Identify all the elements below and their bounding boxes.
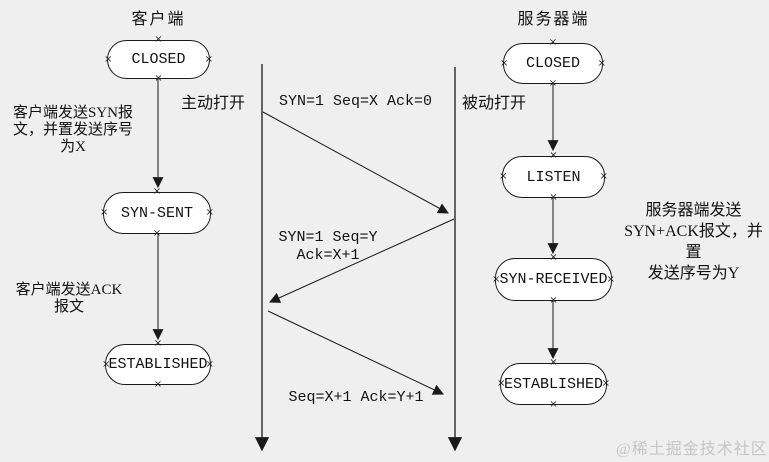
state-client-syn-sent: SYN-SENT ×××× (100, 187, 214, 239)
client-syn-note: 客户端发送SYN报 文，并置发送序号 为X (4, 105, 142, 156)
note-line: 文，并置发送序号 (12, 122, 133, 138)
msg-ack-label: Seq=X+1 Ack=Y+1 (288, 389, 424, 406)
watermark: @稀土掘金技术社区 (616, 441, 768, 458)
msg-syn-label: SYN=1 Seq=X Ack=0 (278, 93, 433, 110)
state-server-syn-received: SYN-RECEIVED ×××× (492, 253, 615, 306)
state-label: ESTABLISHED (108, 356, 208, 373)
arrow-msg-synack (268, 218, 455, 303)
note-line: 客户端发送SYN报 (12, 105, 133, 121)
arrow-msg-syn (262, 111, 449, 214)
client-active-open-label: 主动打开 (181, 95, 246, 112)
state-server-listen: LISTEN ×××× (499, 151, 608, 203)
note-line: 为X (60, 139, 86, 155)
state-label: CLOSED (525, 55, 580, 72)
state-label: LISTEN (526, 168, 581, 186)
client-ack-note: 客户端发送ACK 报文 (8, 282, 130, 316)
client-title: 客户端 (131, 11, 186, 28)
note-line: 客户端发送ACK (15, 282, 123, 298)
msg-synack-label: SYN=1 Seq=Y Ack=X+1 (268, 229, 388, 265)
msg-synack-line1: SYN=1 Seq=Y (278, 229, 378, 246)
arrow-msg-ack (267, 310, 444, 395)
state-client-established: ESTABLISHED ×××× (102, 339, 214, 390)
note-line: 服务器端发送 (645, 202, 742, 219)
msg-synack-line2: Ack=X+1 (296, 247, 360, 264)
state-label: SYN-RECEIVED (499, 271, 608, 288)
server-title: 服务器端 (517, 11, 590, 28)
note-line: 发送序号为Y (647, 265, 740, 282)
note-line: 报文 (53, 299, 84, 315)
state-label: CLOSED (131, 51, 186, 68)
server-synack-note: 服务器端发送 SYN+ACK报文，并置 发送序号为Y (618, 200, 769, 284)
state-label: ESTABLISHED (503, 375, 604, 393)
note-line: SYN+ACK报文，并置 (624, 223, 763, 261)
state-client-closed: CLOSED ×××× (104, 35, 213, 84)
state-label: SYN-SENT (120, 204, 193, 222)
server-passive-open-label: 被动打开 (462, 95, 527, 112)
state-server-established: ESTABLISHED ×××× (497, 358, 610, 410)
state-server-closed: CLOSED ×××× (500, 38, 606, 89)
